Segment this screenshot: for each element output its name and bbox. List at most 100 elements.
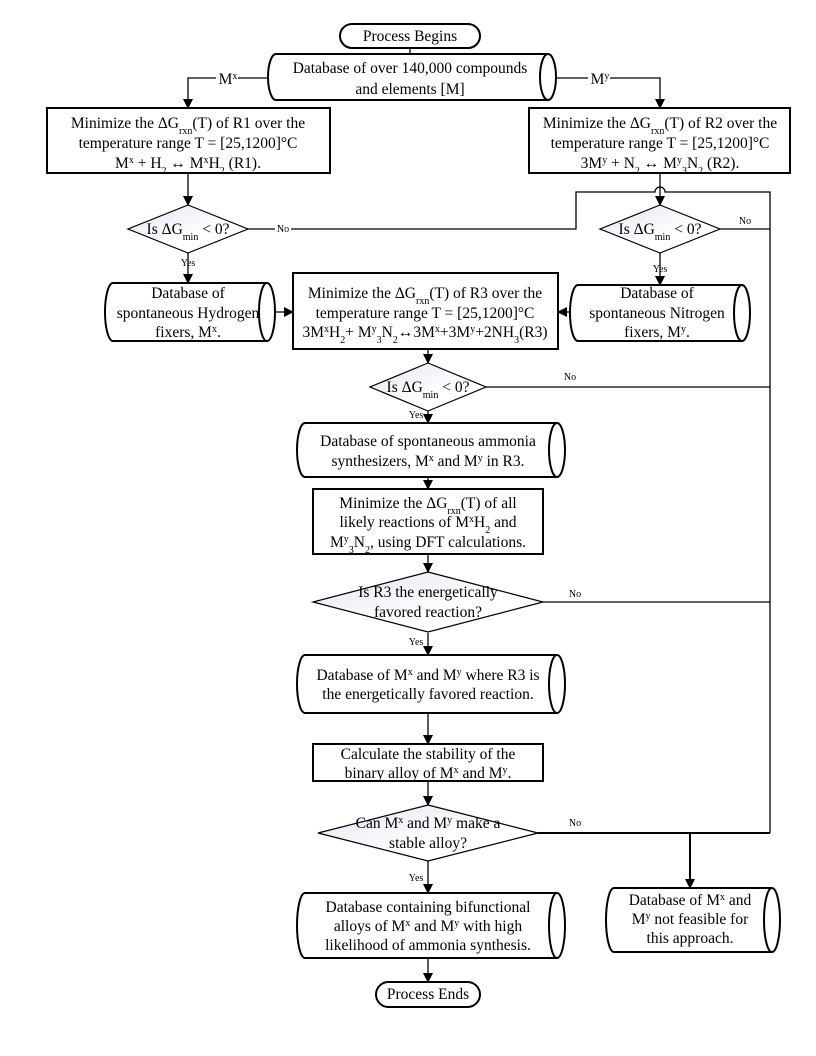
text-segment: fixers, M bbox=[624, 324, 681, 341]
text-segment: x bbox=[405, 918, 410, 929]
process-box bbox=[46, 107, 331, 174]
text-segment: y bbox=[646, 911, 651, 922]
text-segment: (T) of R1 over the bbox=[192, 115, 305, 132]
edge-label-no: No bbox=[569, 818, 581, 829]
text-segment: Database of bbox=[620, 285, 694, 302]
decision-diamond bbox=[126, 204, 250, 254]
text-segment: likely reactions of M bbox=[339, 514, 469, 531]
text-segment: Database of M bbox=[316, 667, 407, 684]
text-segment: ↔ M bbox=[167, 155, 204, 172]
alloy-stability-box-line: Calculate the stability of the bbox=[341, 746, 516, 763]
dft-calculation-box-line: Minimize the ΔGrxn(T) of all bbox=[339, 495, 516, 517]
text-segment: and bbox=[725, 892, 752, 909]
decision-diamond bbox=[310, 571, 546, 633]
decision-r3-spontaneous: Is ΔGmin < 0? bbox=[368, 362, 488, 412]
database-nitrogen-fixers-line: fixers, My. bbox=[624, 324, 690, 342]
text-segment: rxn bbox=[416, 296, 429, 307]
text-segment: x bbox=[435, 324, 440, 335]
text-segment: Is ΔG bbox=[147, 221, 183, 238]
connectors bbox=[183, 48, 771, 983]
text-segment: Database of bbox=[151, 285, 225, 302]
minimize-r1-box-line: temperature range T = [25,1200]°C bbox=[79, 135, 298, 152]
text-segment: x bbox=[469, 514, 474, 525]
text-segment: y bbox=[502, 765, 507, 776]
text-segment: (R3) bbox=[519, 324, 547, 341]
database-bifunctional-alloys-line: likelihood of ammonia synthesis. bbox=[325, 937, 531, 954]
edge-label-no: No bbox=[739, 216, 751, 227]
database-shape bbox=[296, 654, 566, 714]
text-segment: stable alloy? bbox=[389, 835, 467, 852]
minimize-r2-box-line: 3My + N2 ↔ My3N2 (R2). bbox=[581, 155, 740, 177]
minimize-r3-box-line: temperature range T = [25,1200]°C bbox=[316, 305, 535, 322]
text-segment: (R1). bbox=[225, 155, 261, 172]
text-segment: N bbox=[687, 155, 698, 172]
process-box bbox=[528, 107, 791, 174]
text-segment: y bbox=[372, 324, 377, 335]
dft-calculation-box-line: likely reactions of MxH2 and bbox=[339, 514, 516, 536]
text-segment: and M bbox=[413, 667, 457, 684]
text-segment: x bbox=[232, 71, 237, 82]
text-segment: x bbox=[212, 324, 217, 335]
text-segment: rxn bbox=[179, 126, 192, 137]
database-hydrogen-fixers: Database of spontaneous Hydrogen fixers, M… bbox=[104, 282, 276, 342]
text-segment: H bbox=[329, 324, 340, 341]
text-segment: H bbox=[209, 155, 220, 172]
text-segment: 2 bbox=[162, 166, 167, 177]
text-segment: likelihood of ammonia synthesis. bbox=[325, 937, 531, 954]
text-segment: 2 bbox=[485, 525, 490, 536]
database-not-feasible-line: this approach. bbox=[647, 930, 734, 947]
text-segment: y bbox=[681, 324, 686, 335]
minimize-r1-box: Minimize the ΔGrxn(T) of R1 over thetemp… bbox=[46, 107, 331, 177]
text-segment: . bbox=[217, 324, 221, 341]
text-segment: spontaneous Hydrogen bbox=[117, 305, 260, 322]
text-segment: Database of over 140,000 compounds bbox=[293, 60, 528, 77]
text-segment: rxn bbox=[447, 506, 460, 517]
text-segment: ↔ M bbox=[640, 155, 677, 172]
database-shape bbox=[296, 892, 566, 959]
database-hydrogen-fixers-line: fixers, Mx. bbox=[155, 324, 221, 342]
text-segment: fixers, M bbox=[155, 324, 212, 341]
minimize-r3-box: Minimize the ΔGrxn(T) of R3 over thetemp… bbox=[292, 272, 559, 350]
text-segment: x bbox=[129, 155, 134, 166]
text-segment: . bbox=[507, 765, 511, 782]
edge-label-yes: Yes bbox=[653, 264, 668, 275]
process-begins: Process Begins bbox=[339, 23, 481, 49]
text-segment: 3 bbox=[682, 166, 687, 177]
database-shape bbox=[296, 422, 566, 478]
text-segment: Is R3 the energetically bbox=[358, 584, 498, 601]
edge-label-mx: Mx bbox=[219, 71, 238, 89]
database-not-feasible-line: My not feasible for bbox=[632, 911, 749, 929]
text-segment: Database of spontaneous ammonia bbox=[320, 433, 536, 450]
database-bifunctional-alloys-line: Database containing bifunctional bbox=[326, 899, 531, 916]
text-segment: 2 bbox=[340, 335, 345, 346]
edge-no-bus bbox=[248, 186, 771, 833]
text-segment: 3M bbox=[303, 324, 325, 341]
text-segment: x bbox=[398, 815, 403, 826]
terminator bbox=[339, 23, 481, 49]
process-ends: Process Ends bbox=[375, 981, 481, 1008]
database-hydrogen-fixers-line: Database of bbox=[151, 285, 225, 302]
text-segment: < 0? bbox=[670, 221, 701, 238]
text-segment: 2 bbox=[365, 545, 370, 556]
text-segment: y bbox=[454, 918, 459, 929]
minimize-r1-box-line: Minimize the ΔGrxn(T) of R1 over the bbox=[71, 115, 305, 137]
process-begins-line: Process Begins bbox=[363, 28, 457, 45]
text-segment: + H bbox=[134, 155, 162, 172]
text-segment: this approach. bbox=[647, 930, 734, 947]
database-r3-favored-line: the energetically favored reaction. bbox=[322, 686, 533, 703]
dft-calculation-box-line: My3N2, using DFT calculations. bbox=[330, 534, 526, 556]
text-segment: min bbox=[655, 232, 671, 243]
database-all-compounds-line: and elements [M] bbox=[355, 81, 464, 98]
database-hydrogen-fixers-line: spontaneous Hydrogen bbox=[117, 305, 260, 322]
text-segment: (T) of R2 over the bbox=[664, 115, 777, 132]
text-segment: 3 bbox=[349, 545, 354, 556]
text-segment: min bbox=[423, 390, 439, 401]
text-segment: (T) of all bbox=[461, 495, 517, 512]
database-ammonia-synthesizers-line: synthesizers, Mx and My in R3. bbox=[332, 453, 525, 471]
text-segment: Minimize the ΔG bbox=[339, 495, 447, 512]
alloy-stability-box-line: binary alloy of Mx and My. bbox=[345, 765, 512, 783]
